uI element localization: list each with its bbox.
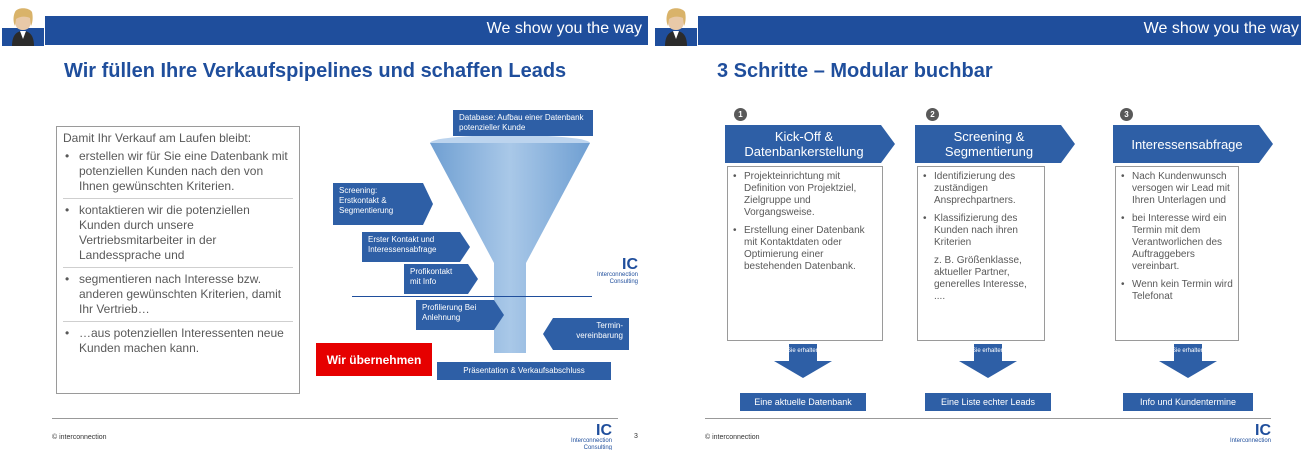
screening-step: Screening: Erstkontakt & Segmentierung bbox=[333, 183, 433, 225]
page-number: 3 bbox=[634, 433, 638, 440]
database-box: Database: Aufbau einer Datenbank potenzi… bbox=[453, 110, 593, 136]
header-bar: We show you the way bbox=[45, 16, 648, 45]
step-bullet: Projekteinrichtung mit Definition von Pr… bbox=[732, 171, 878, 219]
step-header-2: Screening & Segmentierung bbox=[915, 125, 1075, 163]
presenter-avatar-icon bbox=[2, 8, 44, 46]
intro-textbox: Damit Ihr Verkauf am Laufen bleibt: erst… bbox=[56, 126, 300, 394]
step-bullet: Wenn kein Termin wird Telefonat bbox=[1120, 279, 1234, 303]
down-arrow-icon: Sie erhalten bbox=[774, 344, 832, 378]
footer-divider bbox=[705, 418, 1271, 419]
bullet-item: erstellen wir für Sie eine Datenbank mit… bbox=[63, 149, 293, 199]
tagline: We show you the way bbox=[1143, 20, 1299, 37]
footer-copyright: © interconnection bbox=[52, 434, 107, 441]
footer-copyright: © interconnection bbox=[705, 434, 760, 441]
logo-sub-text: Interconnection Consulting bbox=[596, 272, 638, 285]
page-title: 3 Schritte – Modular buchbar bbox=[717, 60, 993, 82]
footer-divider bbox=[52, 418, 618, 419]
tagline: We show you the way bbox=[486, 20, 642, 37]
step-content-3: Nach Kundenwunsch versogen wir Lead mit … bbox=[1115, 166, 1239, 341]
bullet-item: …aus potenziellen Interessenten neue Kun… bbox=[63, 326, 293, 360]
footer-logo: IC Interconnection bbox=[1219, 423, 1271, 450]
step-bullet: Nach Kundenwunsch versogen wir Lead mit … bbox=[1120, 171, 1234, 207]
logo-sub-text: Interconnection bbox=[1229, 438, 1271, 444]
profikontakt-step: Profikontakt mit Info bbox=[404, 264, 478, 294]
logo-ic-text: IC bbox=[622, 256, 638, 273]
bullet-list: erstellen wir für Sie eine Datenbank mit… bbox=[63, 149, 293, 360]
termin-step: Termin-vereinbarung bbox=[543, 318, 629, 350]
divider-line bbox=[352, 296, 592, 297]
result-box-1: Eine aktuelle Datenbank bbox=[740, 393, 866, 411]
step-number-1: 1 bbox=[734, 108, 747, 121]
bullet-item: segmentieren nach Interesse bzw. anderen… bbox=[63, 272, 293, 322]
erster-kontakt-step: Erster Kontakt und Interessensabfrage bbox=[362, 232, 470, 262]
slide-gap bbox=[648, 0, 653, 450]
step-bullet: Erstellung einer Datenbank mit Kontaktda… bbox=[732, 225, 878, 273]
logo-ic-text: IC bbox=[1255, 422, 1271, 439]
textbox-lead: Damit Ihr Verkauf am Laufen bleibt: bbox=[63, 131, 252, 145]
down-arrow-icon: Sie erhalten bbox=[1159, 344, 1217, 378]
step-number-2: 2 bbox=[926, 108, 939, 121]
slide-1: We show you the way Wir füllen Ihre Verk… bbox=[0, 0, 648, 450]
company-logo: IC Interconnection Consulting bbox=[578, 257, 638, 287]
profilierung-step: Profilierung Bei Anlehnung bbox=[416, 300, 504, 330]
arrow-label: Sie erhalten bbox=[1171, 348, 1205, 354]
step-header-1: Kick-Off & Datenbankerstellung bbox=[725, 125, 895, 163]
praesentation-box: Präsentation & Verkaufsabschluss bbox=[437, 362, 611, 380]
wir-uebernehmen-box: Wir übernehmen bbox=[316, 343, 432, 376]
logo-ic-text: IC bbox=[596, 422, 612, 439]
step-bullet: Identifizierung des zuständigen Ansprech… bbox=[922, 171, 1040, 207]
step-bullet: bei Interesse wird ein Termin mit dem Ve… bbox=[1120, 213, 1234, 273]
step-number-3: 3 bbox=[1120, 108, 1133, 121]
presenter-avatar-icon bbox=[655, 8, 697, 46]
result-box-2: Eine Liste echter Leads bbox=[925, 393, 1051, 411]
step-note: z. B. Größenklasse, aktueller Partner, g… bbox=[934, 255, 1027, 302]
arrow-label: Sie erhalten bbox=[786, 348, 820, 354]
footer-logo: IC Interconnection Consulting bbox=[560, 423, 612, 450]
slide-2: We show you the way 3 Schritte – Modular… bbox=[653, 0, 1301, 450]
step-content-1: Projekteinrichtung mit Definition von Pr… bbox=[727, 166, 883, 341]
bullet-item: kontaktieren wir die potenziellen Kunden… bbox=[63, 203, 293, 268]
step-header-3: Interessensabfrage bbox=[1113, 125, 1273, 163]
logo-sub-text: Interconnection Consulting bbox=[570, 438, 612, 450]
page-title: Wir füllen Ihre Verkaufspipelines und sc… bbox=[64, 60, 567, 82]
result-box-3: Info und Kundentermine bbox=[1123, 393, 1253, 411]
funnel-graphic bbox=[430, 135, 590, 353]
down-arrow-icon: Sie erhalten bbox=[959, 344, 1017, 378]
header-bar: We show you the way bbox=[698, 16, 1301, 45]
step-bullet: Klassifizierung des Kunden nach ihren Kr… bbox=[922, 213, 1040, 249]
arrow-label: Sie erhalten bbox=[971, 348, 1005, 354]
step-content-2: Identifizierung des zuständigen Ansprech… bbox=[917, 166, 1045, 341]
